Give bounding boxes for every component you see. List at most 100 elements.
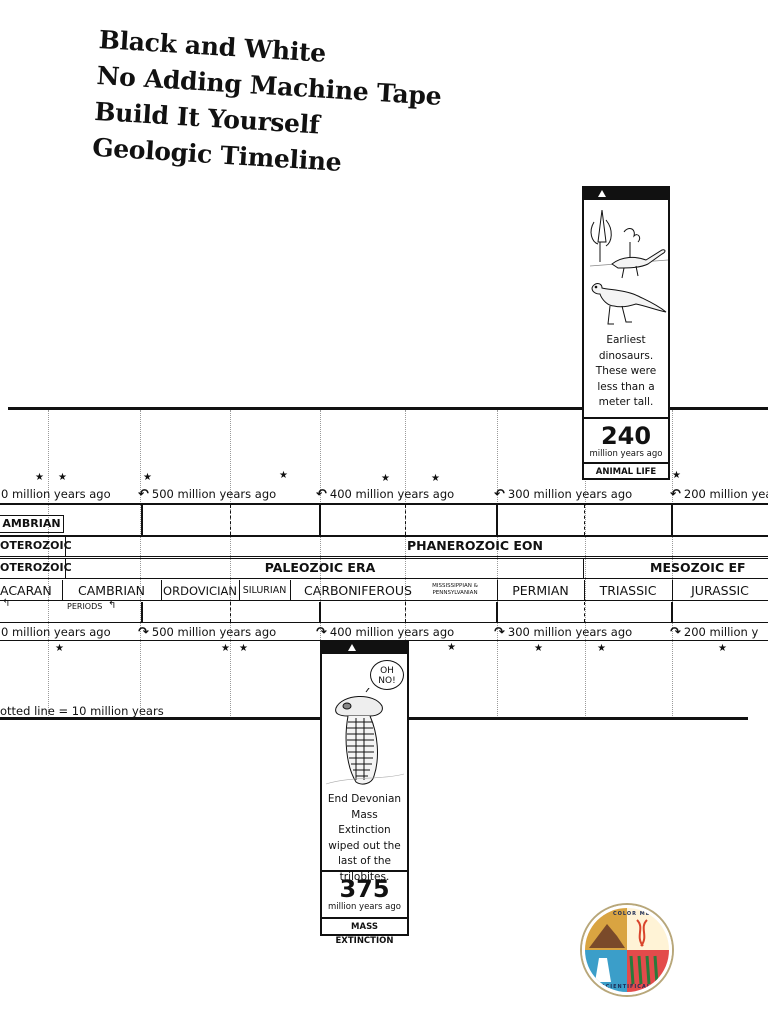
dinosaur-illustration (589, 209, 668, 325)
dotted-line (320, 410, 321, 716)
dotted-line (585, 410, 586, 716)
dinosaur-card: Earliest dinosaurs. These were less than… (582, 186, 670, 480)
era-divider (319, 503, 321, 537)
period-divider (584, 580, 585, 600)
tick-row-2-bottom (0, 622, 768, 623)
eon-row-bottom (0, 556, 768, 557)
eon-left-label: OTEROZOIC (0, 539, 72, 552)
top-rail (8, 407, 768, 410)
mesozoic-label: MESOZOIC EF (650, 560, 746, 575)
paleozoic-label: PALEOZOIC ERA (264, 560, 376, 575)
star-marker: ★ (431, 473, 440, 484)
dotted-line (405, 410, 406, 716)
era-divider (583, 558, 584, 578)
tick (405, 505, 406, 535)
dinosaur-mya-unit: million years ago (589, 449, 663, 459)
trilobite-mya-unit: million years ago (328, 902, 401, 912)
dotted-line (497, 410, 498, 716)
logo-top-text: COLOR ME (613, 911, 651, 917)
star-marker: ★ (381, 473, 390, 484)
star-marker: ★ (143, 472, 152, 483)
periods-label: PERIODS (67, 602, 103, 611)
mya-label-top: ↶500 million years ago (138, 487, 277, 502)
ediacaran-arrow-icon: ↰ (2, 598, 11, 609)
arrow-icon: ↷ (138, 625, 149, 640)
eon-label: PHANEROZOIC EON (406, 538, 544, 553)
period-silurian: SILURIAN (242, 585, 287, 596)
period-cambrian: CAMBRIAN (78, 583, 145, 598)
star-marker: ★ (221, 643, 230, 654)
mya-label-bottom: ↷200 million y (670, 625, 759, 640)
trilobite-card: OH NO! End Devonian Mass Extinction wipe… (320, 640, 409, 946)
cambrian-box: AMBRIAN (0, 515, 64, 533)
arrow-up-icon (348, 644, 356, 651)
trilobite-illustration (325, 688, 405, 785)
star-marker: ★ (447, 642, 456, 653)
arrow-icon: ↷ (494, 625, 505, 640)
logo-illustration (589, 919, 659, 985)
trilobite-tag: MASS EXTINCTION (335, 922, 394, 946)
arrow-icon: ↷ (670, 625, 681, 640)
card-separator (584, 417, 668, 419)
dotted-line (48, 410, 49, 716)
era-row-top (0, 558, 768, 559)
era-divider (141, 503, 143, 537)
eon-divider (65, 536, 66, 556)
era-divider (496, 503, 498, 537)
period-divider (497, 580, 498, 600)
arrow-icon: ↷ (316, 625, 327, 640)
arrow-icon: ↶ (670, 487, 681, 502)
card-separator (584, 462, 668, 464)
period-divider (290, 580, 291, 600)
arrow-icon: ↶ (316, 487, 327, 502)
period-ediacaran: ACARAN (0, 583, 52, 598)
tick-row-bottom (0, 535, 768, 537)
card-separator (322, 917, 407, 919)
period-triassic: TRIASSIC (599, 583, 657, 598)
arrow-icon: ↶ (138, 487, 149, 502)
era-row-bottom (0, 578, 768, 579)
mya-label-bottom: ↷300 million years ago (494, 625, 633, 640)
dinosaur-tag: ANIMAL LIFE (595, 467, 657, 477)
tick (584, 505, 585, 535)
logo-quadrant-dna (627, 908, 669, 950)
trilobite-description: End Devonian Mass Extinction wiped out t… (327, 793, 402, 883)
arrow-icon: ↶ (494, 487, 505, 502)
period-divider (161, 580, 162, 600)
trilobite-mya-number: 375 (339, 875, 390, 903)
period-permian: PERMIAN (512, 583, 569, 598)
mya-label-bottom: ↷400 million years ago (316, 625, 455, 640)
periods-arrow-icon: ↰ (108, 600, 117, 611)
star-marker: ★ (55, 643, 64, 654)
star-marker: ★ (239, 643, 248, 654)
period-carboniferous: CARBONIFEROUS (304, 583, 412, 598)
carboniferous-note-1: MISSISSIPPIAN & (432, 583, 478, 589)
scale-note: otted line = 10 million years (0, 704, 164, 718)
star-marker: ★ (718, 643, 727, 654)
tick (405, 602, 406, 622)
dotted-line (230, 410, 231, 716)
arrow-up-icon (598, 190, 606, 197)
star-marker: ★ (672, 470, 681, 481)
star-marker: ★ (279, 470, 288, 481)
dotted-line (140, 410, 141, 716)
dotted-line (672, 410, 673, 716)
era-divider (141, 602, 143, 622)
carboniferous-note-2: PENNSYLVANIAN (432, 590, 478, 596)
card-top-bar (322, 642, 407, 654)
star-marker: ★ (58, 472, 67, 483)
star-marker: ★ (35, 472, 44, 483)
mya-label-bottom: 0 million years ago (1, 625, 111, 639)
mya-label-top: ↶400 million years ago (316, 487, 455, 502)
era-divider (671, 602, 673, 622)
mya-label-top: 0 million years ago (1, 487, 111, 501)
period-divider (672, 580, 673, 600)
period-divider (239, 580, 240, 600)
period-jurassic: JURASSIC (691, 583, 749, 598)
tick (230, 602, 231, 622)
tick (230, 505, 231, 535)
period-ordovician: ORDOVICIAN (163, 584, 237, 598)
star-marker: ★ (534, 643, 543, 654)
card-separator (322, 870, 407, 872)
star-marker: ★ (597, 643, 606, 654)
